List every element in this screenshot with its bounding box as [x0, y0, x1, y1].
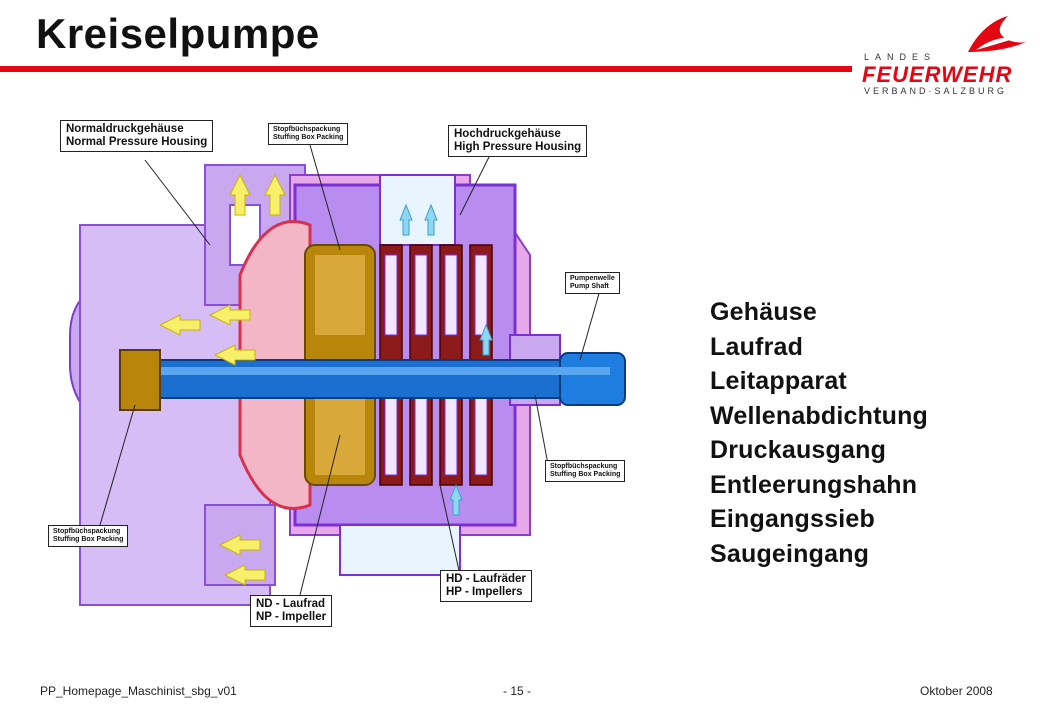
- label-stuffing-box-left: Stopfbüchspackung Stuffing Box Packing: [48, 525, 129, 548]
- label-en: Stuffing Box Packing: [550, 471, 621, 479]
- label-en: HP - Impellers: [446, 586, 523, 599]
- label-de: Stopfbüchspackung: [53, 528, 121, 535]
- page-title: Kreiselpumpe: [36, 10, 320, 57]
- label-en: Pump Shaft: [570, 283, 609, 291]
- label-en: Stuffing Box Packing: [273, 134, 344, 142]
- footer-date: Oktober 2008: [920, 684, 993, 698]
- parts-list-item: Druckausgang: [710, 436, 887, 464]
- parts-list-item: Entleerungshahn: [710, 470, 918, 499]
- label-normal-pressure-housing: Normaldruckgehäuse Normal Pressure Housi…: [60, 120, 214, 153]
- label-stuffing-box-top: Stopfbüchspackung Stuffing Box Packing: [268, 123, 349, 146]
- label-de: HD - Laufräder: [446, 573, 526, 585]
- label-de: Pumpenwelle: [570, 275, 615, 282]
- label-de: Normaldruckgehäuse: [66, 123, 184, 135]
- label-en: Stuffing Box Packing: [53, 536, 124, 544]
- label-de: ND - Laufrad: [256, 598, 325, 610]
- parts-list-item: Laufrad: [710, 332, 804, 361]
- label-de: Hochdruckgehäuse: [454, 128, 561, 140]
- label-stuffing-box-right: Stopfbüchspackung Stuffing Box Packing: [545, 460, 626, 483]
- label-en: Normal Pressure Housing: [66, 136, 208, 149]
- feuerwehr-logo: LANDES FEUERWEHR VERBAND·SALZBURG: [858, 12, 1028, 96]
- flame-swoosh-icon: [968, 16, 1026, 52]
- footer-filename: PP_Homepage_Maschinist_sbg_v01: [40, 684, 237, 698]
- parts-list-item: Leitapparat: [710, 367, 847, 395]
- parts-list-item: Gehäuse: [710, 298, 818, 326]
- pump-drawing: [69, 144, 626, 606]
- label-nd-impeller: ND - Laufrad NP - Impeller: [250, 595, 333, 628]
- label-de: Stopfbüchspackung: [550, 463, 618, 470]
- label-de: Stopfbüchspackung: [273, 126, 341, 133]
- logo-line-verband: VERBAND·SALZBURG: [864, 86, 1008, 96]
- footer-page-number: - 15 -: [503, 684, 532, 698]
- logo-line-feuerwehr: FEUERWEHR: [862, 62, 1013, 87]
- label-hd-impellers: HD - Laufräder HP - Impellers: [440, 570, 532, 603]
- parts-list-item: Wellenabdichtung: [710, 401, 929, 430]
- parts-list: Gehäuse Laufrad Leitapparat Wellenabdich…: [710, 295, 928, 571]
- label-en: High Pressure Housing: [454, 141, 582, 154]
- parts-list-item: Eingangssieb: [710, 505, 875, 533]
- label-high-pressure-housing: Hochdruckgehäuse High Pressure Housing: [448, 125, 588, 158]
- label-pump-shaft: Pumpenwelle Pump Shaft: [565, 272, 620, 295]
- label-en: NP - Impeller: [256, 611, 327, 624]
- logo-line-landes: LANDES: [864, 52, 937, 62]
- title-underline: [0, 66, 852, 72]
- pump-cross-section-diagram: Normaldruckgehäuse Normal Pressure Housi…: [40, 105, 662, 640]
- parts-list-item: Saugeingang: [710, 539, 870, 568]
